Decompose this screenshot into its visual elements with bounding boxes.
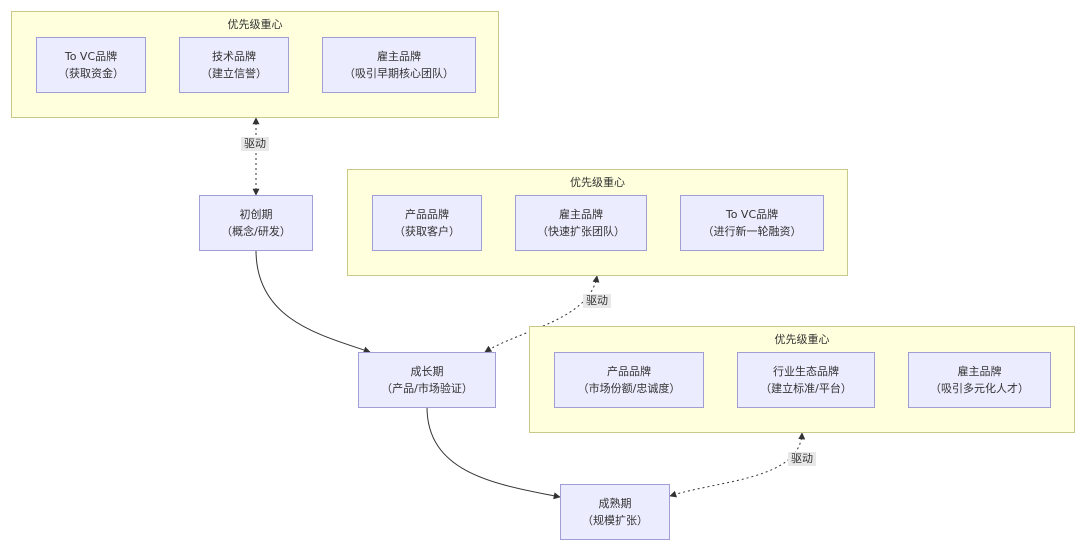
node-title: 雇主品牌 <box>957 365 1002 378</box>
node-subtitle: （获取资金） <box>58 67 124 80</box>
node-to-vc-brand[interactable]: To VC品牌 （进行新一轮融资） <box>680 195 824 251</box>
node-to-vc-brand[interactable]: To VC品牌 （获取资金） <box>36 37 146 93</box>
node-title: 行业生态品牌 <box>773 365 839 378</box>
node-title: 雇主品牌 <box>377 50 421 63</box>
group-title: 优先级重心 <box>570 176 625 189</box>
stage-subtitle: （概念/研发） <box>221 225 291 238</box>
node-tech-brand[interactable]: 技术品牌 （建立信誉） <box>179 37 289 93</box>
edge-startup-growth <box>255 249 371 354</box>
edge-label-drive: 驱动 <box>583 294 611 308</box>
stage-title: 初创期 <box>239 208 273 221</box>
node-subtitle: （市场份额/忠诚度） <box>577 382 681 395</box>
node-subtitle: （吸引早期核心团队） <box>344 67 454 80</box>
group-title: 优先级重心 <box>774 333 830 346</box>
stage-title: 成长期 <box>410 365 444 378</box>
node-subtitle: （快速扩张团队） <box>537 225 625 238</box>
node-subtitle: （吸引多元化人才） <box>930 382 1029 395</box>
edge-group3-mature <box>669 432 806 498</box>
node-product-brand[interactable]: 产品品牌 （市场份额/忠诚度） <box>554 352 704 408</box>
stage-startup[interactable]: 初创期 （概念/研发） <box>199 195 313 251</box>
edge-growth-mature <box>426 406 561 500</box>
node-subtitle: （获取客户） <box>394 225 460 238</box>
priority-group-startup: 优先级重心 To VC品牌 （获取资金） 技术品牌 （建立信誉） 雇主品牌 （吸… <box>11 11 499 118</box>
node-title: 技术品牌 <box>212 50 256 63</box>
priority-group-growth: 优先级重心 产品品牌 （获取客户） 雇主品牌 （快速扩张团队） To VC品牌 … <box>347 169 848 276</box>
stage-mature[interactable]: 成熟期 （规模扩张） <box>560 484 670 540</box>
stage-subtitle: （规模扩张） <box>582 514 648 527</box>
node-title: To VC品牌 <box>64 50 118 63</box>
stage-growth[interactable]: 成长期 （产品/市场验证） <box>358 352 496 408</box>
node-employer-brand[interactable]: 雇主品牌 （快速扩张团队） <box>515 195 647 251</box>
node-employer-brand[interactable]: 雇主品牌 （吸引早期核心团队） <box>322 37 476 93</box>
node-ecosystem-brand[interactable]: 行业生态品牌 （建立标准/平台） <box>737 352 875 408</box>
node-subtitle: （建立标准/平台） <box>760 382 852 395</box>
node-title: To VC品牌 <box>725 208 779 221</box>
edge-group2-growth <box>484 275 600 353</box>
node-title: 产品品牌 <box>405 208 449 221</box>
node-title: 雇主品牌 <box>559 208 603 221</box>
stage-title: 成熟期 <box>598 497 632 510</box>
group-title: 优先级重心 <box>227 18 283 31</box>
node-employer-brand[interactable]: 雇主品牌 （吸引多元化人才） <box>908 352 1051 408</box>
edge-label-drive: 驱动 <box>241 137 269 151</box>
node-product-brand[interactable]: 产品品牌 （获取客户） <box>372 195 482 251</box>
node-subtitle: （建立信誉） <box>201 67 267 80</box>
edge-label-drive: 驱动 <box>788 452 816 466</box>
node-subtitle: （进行新一轮融资） <box>702 225 802 238</box>
node-title: 产品品牌 <box>607 365 651 378</box>
priority-group-mature: 优先级重心 产品品牌 （市场份额/忠诚度） 行业生态品牌 （建立标准/平台） 雇… <box>529 326 1075 433</box>
stage-subtitle: （产品/市场验证） <box>381 382 473 395</box>
